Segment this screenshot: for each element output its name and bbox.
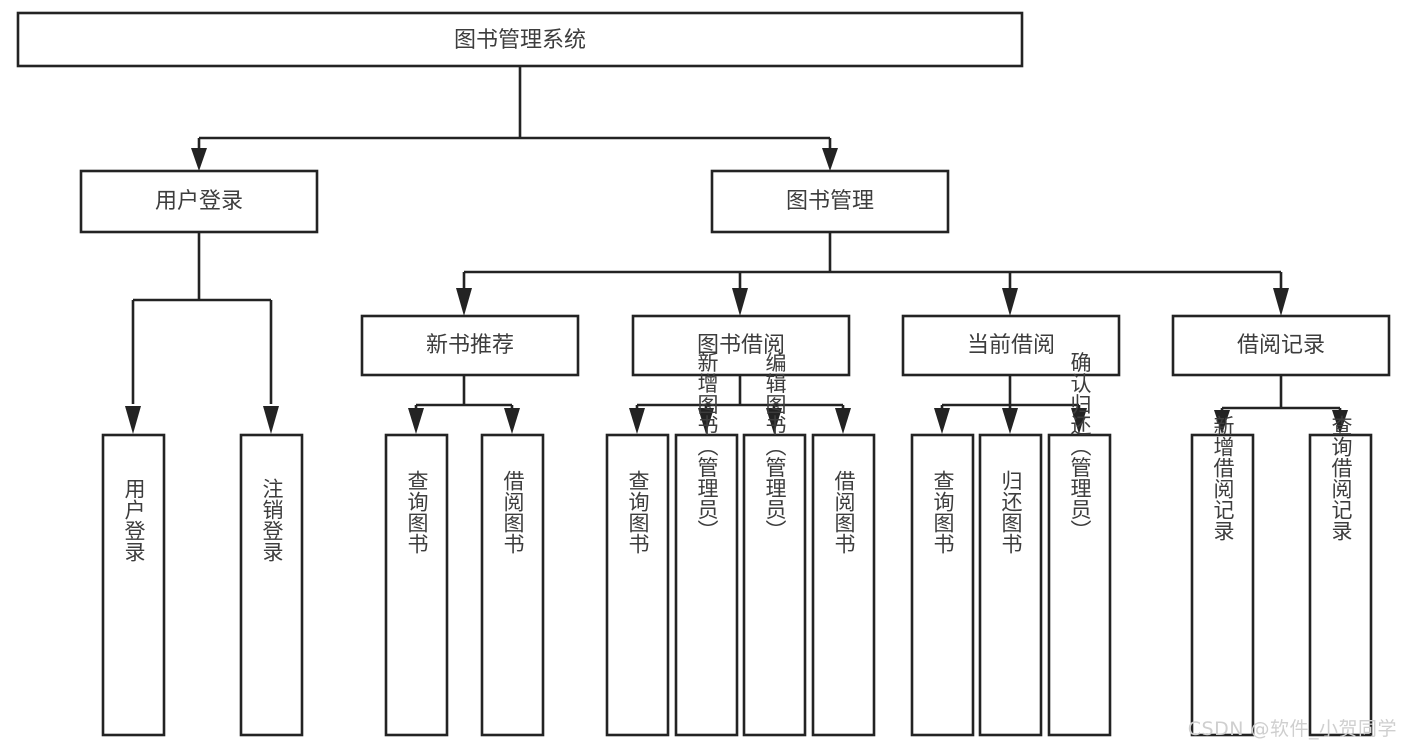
node-borrow[interactable]: 图书借阅 [631,314,851,377]
node-leaf7-label: 编辑图书（管理员） [763,352,787,541]
node-leaf6-box[interactable] [674,433,739,737]
node-newbook-label: 新书推荐 [426,333,514,358]
node-leaf2[interactable]: 注销登录 [239,433,304,737]
arrow-to-leaf4 [504,408,520,434]
node-leaf12-box[interactable] [1190,433,1255,737]
node-leaf4-label: 借阅图书 [501,470,525,554]
arrow-to-borrow [732,288,748,316]
node-leaf9-label: 查询图书 [931,470,955,554]
arrow-to-leaf5 [629,408,645,434]
arrow-to-login [191,148,207,171]
arrow-to-leaf13 [1332,410,1348,434]
node-login-label: 用户登录 [155,189,243,214]
node-bookmgmt-box[interactable] [710,169,950,234]
node-leaf13-box[interactable] [1308,433,1373,737]
node-record-label: 借阅记录 [1237,333,1325,358]
node-leaf10-box[interactable] [978,433,1043,737]
node-leaf3-box[interactable] [384,433,449,737]
node-current[interactable]: 当前借阅 [901,314,1121,377]
node-leaf11-label: 确认归还（管理员） [1068,352,1092,541]
node-leaf5-box[interactable] [605,433,670,737]
node-newbook-box[interactable] [360,314,580,377]
node-leaf8[interactable]: 借阅图书 [811,433,876,737]
node-leaf4[interactable]: 借阅图书 [480,433,545,737]
arrow-to-leaf10 [1002,408,1018,434]
node-leaf3-label: 查询图书 [405,470,429,554]
node-record[interactable]: 借阅记录 [1171,314,1391,377]
arrow-to-leaf7 [766,408,782,434]
node-leaf6-label: 新增图书（管理员） [695,352,719,541]
node-leaf7-box[interactable] [742,433,807,737]
arrow-to-leaf6 [698,408,714,434]
edge-group [125,66,1348,434]
arrow-to-leaf3 [408,408,424,434]
node-leaf1[interactable]: 用户登录 [101,433,166,737]
arrow-to-leaf11 [1071,408,1087,434]
node-borrow-label: 图书借阅 [697,333,785,358]
node-login[interactable]: 用户登录 [79,169,319,234]
node-leaf10-label: 归还图书 [999,470,1023,554]
node-leaf11-box[interactable] [1047,433,1112,737]
node-leaf12[interactable]: 新增借阅记录 [1190,415,1255,737]
arrow-to-leaf12 [1214,410,1230,434]
node-borrow-box[interactable] [631,314,851,377]
arrow-to-record [1273,288,1289,316]
arrow-to-leaf2 [263,406,279,434]
arrow-to-newbook [456,288,472,316]
arrow-to-bookmgmt [822,148,838,171]
node-leaf2-label: 注销登录 [260,478,284,562]
node-leaf3[interactable]: 查询图书 [384,433,449,737]
node-leaf11[interactable]: 确认归还（管理员） [1047,352,1112,737]
node-leaf5-label: 查询图书 [626,470,650,554]
node-leaf4-box[interactable] [480,433,545,737]
node-record-box[interactable] [1171,314,1391,377]
node-current-label: 当前借阅 [967,333,1055,358]
node-bookmgmt-label: 图书管理 [786,189,874,214]
node-root[interactable]: 图书管理系统 [16,11,1024,68]
arrow-to-leaf8 [835,408,851,434]
node-leaf10[interactable]: 归还图书 [978,433,1043,737]
node-leaf5[interactable]: 查询图书 [605,433,670,737]
node-leaf13[interactable]: 查询借阅记录 [1308,415,1373,737]
node-leaf13-label: 查询借阅记录 [1329,415,1353,541]
csdn-watermark: CSDN @软件_小贺同学 [1187,718,1397,740]
node-leaf9-box[interactable] [910,433,975,737]
node-root-box[interactable] [16,11,1024,68]
node-newbook[interactable]: 新书推荐 [360,314,580,377]
arrow-to-leaf1 [125,406,141,434]
node-root-label: 图书管理系统 [454,28,586,53]
node-leaf1-label: 用户登录 [122,478,146,562]
node-leaf1-box[interactable] [101,433,166,737]
arrow-to-current [1002,288,1018,316]
node-leaf7[interactable]: 编辑图书（管理员） [742,352,807,737]
node-leaf8-label: 借阅图书 [832,470,856,554]
node-leaf12-label: 新增借阅记录 [1211,415,1235,541]
node-login-box[interactable] [79,169,319,234]
node-bookmgmt[interactable]: 图书管理 [710,169,950,234]
node-leaf2-box[interactable] [239,433,304,737]
arrow-to-leaf9 [934,408,950,434]
node-leaf9[interactable]: 查询图书 [910,433,975,737]
node-leaf6[interactable]: 新增图书（管理员） [674,352,739,737]
node-leaf8-box[interactable] [811,433,876,737]
node-current-box[interactable] [901,314,1121,377]
